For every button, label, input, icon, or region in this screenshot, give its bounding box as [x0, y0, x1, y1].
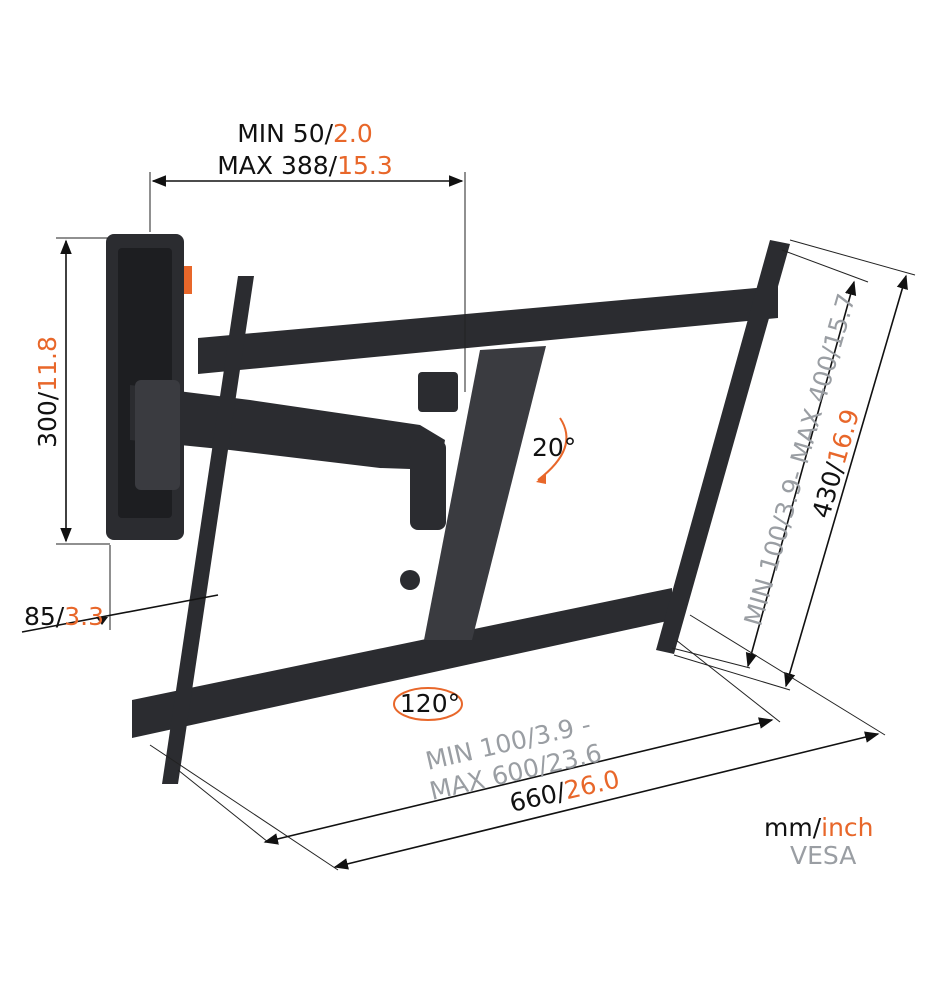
swivel-indicator: 120°	[393, 687, 463, 721]
unit-legend: mm/inch	[764, 813, 874, 842]
top-horizontal-bar	[198, 286, 778, 374]
left-vertical-rail	[162, 276, 254, 784]
total-height-dimension-line	[784, 274, 908, 688]
bottom-horizontal-bar	[132, 588, 672, 738]
tilt-indicator: 20°	[532, 417, 576, 484]
total-width-dimension-line	[333, 731, 880, 870]
wall-distance-label: 85/3.3	[24, 602, 104, 631]
wall-plate-height-label: 300/11.8	[33, 336, 62, 448]
tilt-bracket	[424, 346, 546, 640]
swivel-label: 120°	[400, 689, 460, 718]
wall-distance-dimension-line	[21, 594, 219, 633]
swing-arm	[130, 385, 445, 470]
tilt-label: 20°	[532, 433, 576, 462]
arm-extension-min-label: MIN 50/2.0	[237, 119, 373, 148]
arm-extension-max-label: MAX 388/15.3	[217, 151, 393, 180]
vesa-legend: VESA	[790, 841, 856, 870]
orange-tab	[184, 266, 192, 294]
